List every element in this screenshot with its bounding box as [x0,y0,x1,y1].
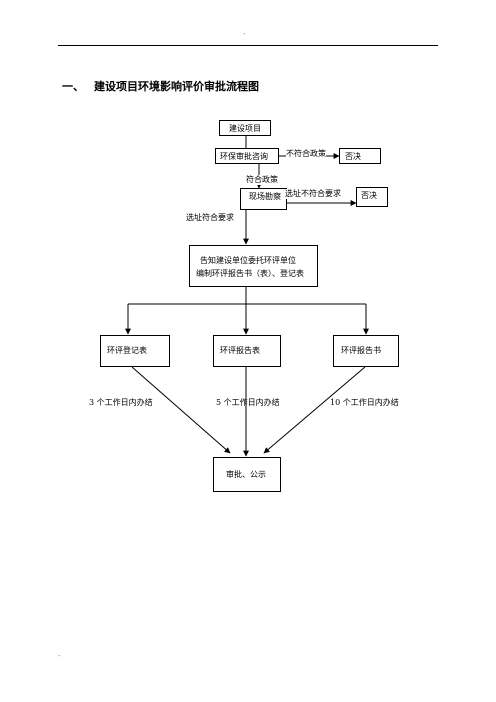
time-label-register: 3 个工作日内办结 [89,398,153,407]
reject-box-2: 否决 [356,187,388,207]
policy-ok-label: 符合政策 [246,175,278,185]
reject-box-1: 否决 [339,148,381,164]
reject-policy-label: 不符合政策 [286,149,326,159]
title-number: 一、 [62,80,84,93]
notify-line-2: 编制环评报告书（表）、登记表 [196,269,304,278]
branch-box-report-form: 环评报告表 [213,335,281,367]
site-ok-label: 选址符合要求 [186,213,234,223]
start-box: 建设项目 [219,120,271,136]
reject-site-label: 选址不符合要求 [285,189,341,199]
arrow-branch3-final [263,366,366,454]
consult-box: 环保审批咨询 [215,148,279,164]
survey-box: 现场勘察 [240,188,287,210]
branch-box-register: 环评登记表 [100,335,170,367]
time-label-report-form: 5 个工作日内办结 [216,398,280,407]
final-box: 审批、公示 [213,457,281,492]
time-label-report-book: 10 个工作日内办结 [330,398,399,407]
footer-mark: - [58,651,61,660]
title-text: 建设项目环境影响评价审批流程图 [94,80,259,93]
branch-box-report-book: 环评报告书 [333,335,399,367]
arrow-branch1-final [131,366,231,454]
header-mark: - [243,29,246,38]
notify-box: 告知建设单位委托环评单位 编制环评报告书（表）、登记表 [189,245,318,287]
page-title: 一、建设项目环境影响评价审批流程图 [62,78,259,94]
notify-line-1: 告知建设单位委托环评单位 [200,256,296,265]
header-rule [58,45,438,46]
